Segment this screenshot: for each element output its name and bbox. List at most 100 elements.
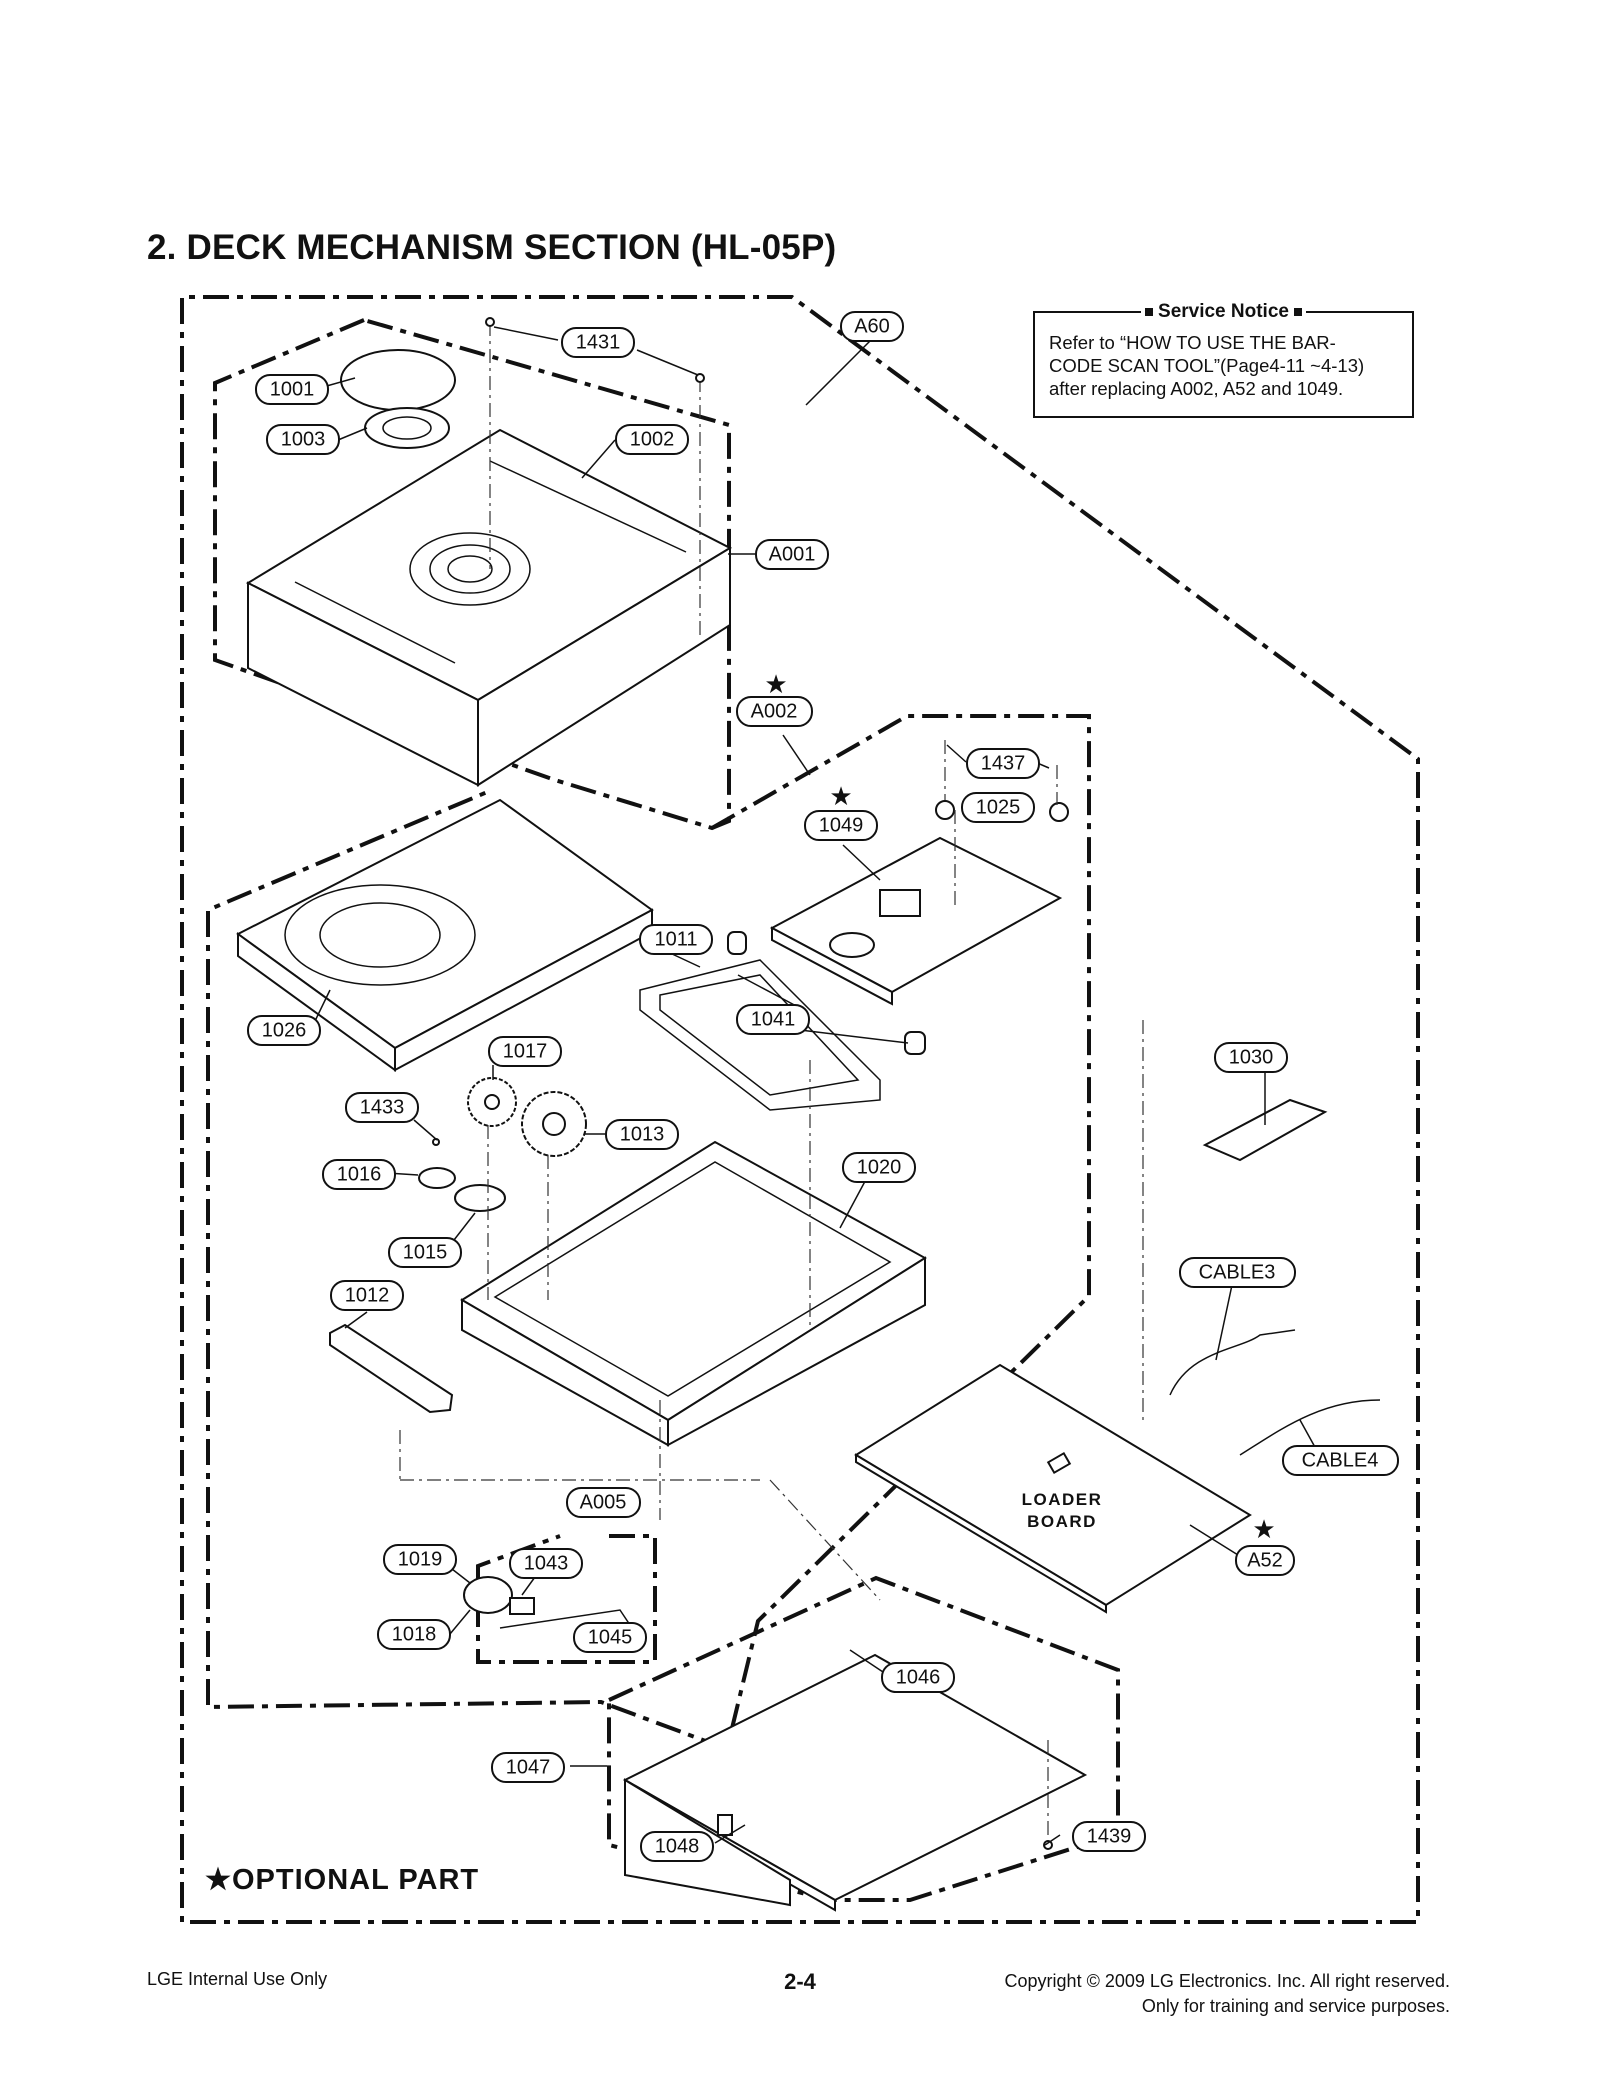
callout-1026: 1026 [247, 1015, 321, 1046]
callout-1045: 1045 [573, 1622, 647, 1653]
svg-text:1030: 1030 [1229, 1046, 1274, 1068]
group-a001-outline [213, 318, 731, 831]
svg-text:1019: 1019 [398, 1548, 443, 1570]
callout-1043: 1043 [509, 1548, 583, 1579]
cable4-part [1239, 1399, 1381, 1456]
svg-text:1026: 1026 [262, 1019, 307, 1041]
frame-a60-outline [180, 295, 1420, 1924]
training-notice-line: Only for training and service purposes. [1141, 1996, 1450, 2016]
callout-cable3: CABLE3 [1179, 1257, 1296, 1288]
optional-star: ★ [829, 781, 852, 811]
callout-1020: 1020 [842, 1152, 916, 1183]
page-title: 2. DECK MECHANISM SECTION (HL-05P) [147, 228, 837, 267]
screw-1439 [1043, 1840, 1053, 1850]
service-notice-body: Refer to “HOW TO USE THE BAR- CODE SCAN … [1049, 332, 1365, 399]
loader-board-part: LOADER BOARD [854, 1363, 1252, 1614]
group-a005-outline [476, 1534, 657, 1664]
svg-text:1046: 1046 [896, 1666, 941, 1688]
page-number: 2-4 [784, 1969, 816, 1994]
callout-1017: 1017 [488, 1036, 562, 1067]
callout-cable4: CABLE4 [1282, 1445, 1399, 1476]
service-notice-box: Service Notice Refer to “HOW TO USE THE … [1033, 301, 1414, 418]
bullet-square-icon [1294, 307, 1303, 316]
callout-a001: A001 [755, 539, 829, 570]
callout-1016: 1016 [322, 1159, 396, 1190]
gear-1013-part [521, 1091, 587, 1157]
svg-text:1049: 1049 [819, 814, 864, 836]
belt-1015-part [454, 1184, 506, 1212]
svg-text:1439: 1439 [1087, 1825, 1132, 1847]
loader-board-label: BOARD [1027, 1512, 1097, 1531]
svg-text:1002: 1002 [630, 428, 675, 450]
callout-1047: 1047 [491, 1752, 565, 1783]
pickup-unit-part [769, 800, 1069, 1006]
callout-1439: 1439 [1072, 1821, 1146, 1852]
svg-text:1016: 1016 [337, 1163, 382, 1185]
main-base-chassis-part [460, 1140, 927, 1447]
callout-1431: 1431 [561, 327, 635, 358]
svg-text:CABLE3: CABLE3 [1199, 1261, 1276, 1283]
svg-text:1433: 1433 [360, 1096, 405, 1118]
service-notice-title-text: Service Notice [1158, 301, 1289, 322]
callout-1437: 1437 [966, 748, 1040, 779]
flat-cable-1030-part [1202, 1098, 1328, 1162]
svg-text:1018: 1018 [392, 1623, 437, 1645]
svg-text:1003: 1003 [281, 428, 326, 450]
slide-cam-1012-part [329, 1323, 454, 1414]
callout-1019: 1019 [383, 1544, 457, 1575]
callout-1011: 1011 [639, 924, 713, 955]
callout-1046: 1046 [881, 1662, 955, 1693]
svg-text:1041: 1041 [751, 1008, 796, 1030]
disc-tray-part [236, 798, 654, 1072]
callout-1030: 1030 [1214, 1042, 1288, 1073]
svg-text:1020: 1020 [857, 1156, 902, 1178]
loading-motor-part [463, 1576, 641, 1641]
svg-text:1011: 1011 [654, 928, 697, 950]
callout-a005: A005 [566, 1487, 641, 1518]
svg-text:A001: A001 [769, 543, 816, 565]
callout-1041: 1041 [736, 1004, 810, 1035]
footer-copyright: Copyright © 2009 LG Electronics. Inc. Al… [1005, 1969, 1450, 2019]
callout-1015: 1015 [388, 1237, 462, 1268]
svg-text:A60: A60 [854, 315, 890, 337]
svg-text:1015: 1015 [403, 1241, 448, 1263]
svg-text:1431: 1431 [576, 331, 621, 353]
callout-1433: 1433 [345, 1092, 419, 1123]
screw-1431 [695, 373, 705, 383]
callout-1025: 1025 [961, 792, 1035, 823]
svg-text:1045: 1045 [588, 1626, 633, 1648]
gear-1017-part [467, 1077, 517, 1127]
bullet-square-icon [1144, 307, 1153, 316]
optional-star: ★ [764, 669, 787, 699]
loader-board-label: LOADER [1022, 1490, 1103, 1509]
callout-1003: 1003 [266, 424, 340, 455]
callout-1013: 1013 [605, 1119, 679, 1150]
callout-1002: 1002 [615, 424, 689, 455]
screw-1431 [485, 317, 495, 327]
svg-text:1001: 1001 [270, 378, 315, 400]
svg-text:1017: 1017 [503, 1040, 548, 1062]
group-a002-outline [206, 714, 1091, 1752]
callout-1018: 1018 [377, 1619, 451, 1650]
callout-a52: A52 [1235, 1545, 1295, 1576]
svg-text:A52: A52 [1247, 1549, 1283, 1571]
callout-1048: 1048 [640, 1831, 714, 1862]
copyright-line: Copyright © 2009 LG Electronics. Inc. Al… [1004, 1971, 1450, 1991]
callout-1001: 1001 [255, 374, 329, 405]
callout-leaders [314, 326, 1317, 1846]
svg-text:1012: 1012 [345, 1284, 390, 1306]
optional-part-legend: ★OPTIONAL PART [205, 1864, 480, 1896]
callout-1049: 1049 [804, 810, 878, 841]
pulley-1016-part [418, 1167, 456, 1189]
svg-text:1043: 1043 [524, 1552, 569, 1574]
optional-star: ★ [1252, 1514, 1275, 1544]
clamper-part [340, 349, 456, 449]
service-notice-title: Service Notice [1035, 301, 1412, 323]
svg-text:1047: 1047 [506, 1756, 551, 1778]
svg-text:A005: A005 [580, 1491, 627, 1513]
leader-a60 [805, 338, 873, 406]
svg-text:CABLE4: CABLE4 [1302, 1449, 1379, 1471]
svg-text:1013: 1013 [620, 1123, 665, 1145]
footer-internal-use: LGE Internal Use Only [147, 1969, 328, 1989]
